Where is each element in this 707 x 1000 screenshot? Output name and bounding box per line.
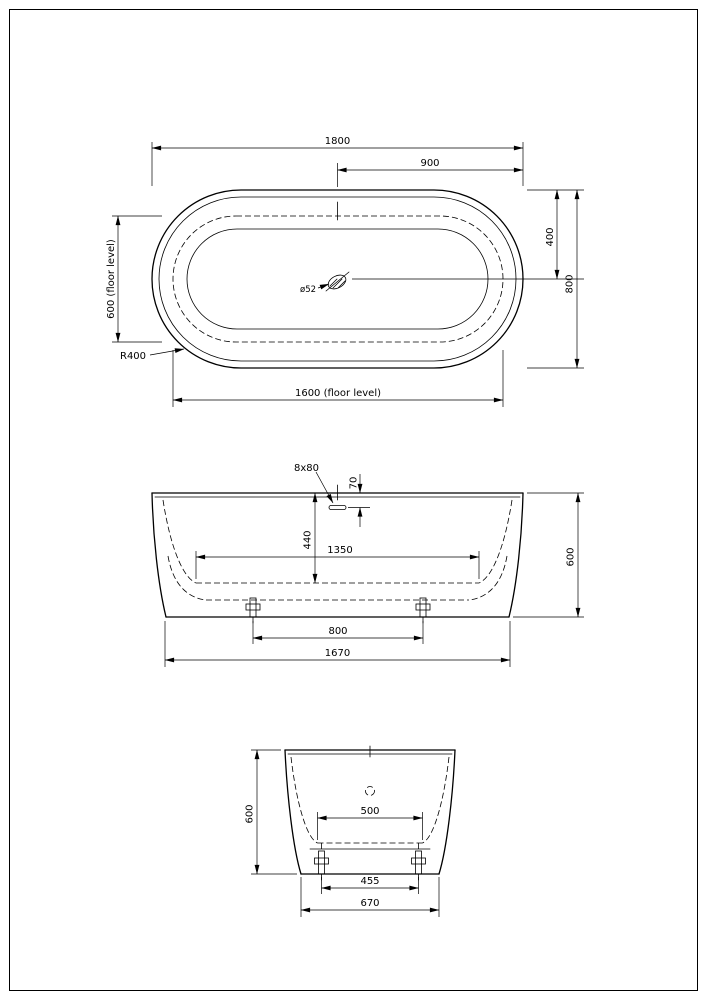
dim-side-height: 600 xyxy=(245,749,297,875)
dim-label-70: 70 xyxy=(349,477,360,490)
overflow-slot xyxy=(328,505,347,510)
dim-top-floor-length: 1600 (floor level) xyxy=(172,350,504,407)
dim-top-floor-width: 600 (floor level) xyxy=(106,215,162,343)
front-view-feet xyxy=(245,597,431,624)
dim-label-400: 400 xyxy=(545,227,556,246)
dim-top-center-to-edge: 400 xyxy=(352,189,584,280)
dim-label-drain: ø52 xyxy=(300,285,316,295)
sheet-border xyxy=(9,9,698,991)
front-view-outline xyxy=(151,484,524,618)
dim-side-feet-spacing: 455 xyxy=(321,876,419,894)
dim-front-inner-floor-length: 1350 xyxy=(195,545,480,579)
overflow-hole-hidden xyxy=(365,786,375,796)
dim-label-1350: 1350 xyxy=(327,545,352,556)
side-view: 600 500 455 670 xyxy=(245,745,456,917)
dim-top-overall-width: 800 xyxy=(527,189,584,369)
dim-label-1600-floor: 1600 (floor level) xyxy=(295,388,381,399)
dim-top-half-length: 900 xyxy=(337,158,524,187)
dim-label-900: 900 xyxy=(420,158,439,169)
dim-label-8x80: 8x80 xyxy=(294,463,319,474)
dim-front-overflow-offset: 70 xyxy=(348,474,370,527)
dim-label-800-top: 800 xyxy=(565,274,576,293)
dim-label-455: 455 xyxy=(360,876,379,887)
dim-front-height: 600 xyxy=(513,492,584,618)
dim-label-600-floor: 600 (floor level) xyxy=(106,239,117,319)
front-view: 8x80 70 440 1350 600 800 xyxy=(151,463,584,667)
dim-label-r400: R400 xyxy=(120,351,146,362)
dim-front-base-length: 1670 xyxy=(164,621,511,667)
dim-top-corner-radius: R400 xyxy=(120,348,185,362)
top-view: ø52 1800 900 400 800 600 xyxy=(106,136,584,407)
dim-label-600-side: 600 xyxy=(245,804,256,823)
dim-label-600-front: 600 xyxy=(566,547,577,566)
dim-front-feet-spacing: 800 xyxy=(252,621,424,644)
dim-front-overflow-slot: 8x80 xyxy=(294,463,334,504)
dim-side-base-width: 670 xyxy=(300,877,440,917)
dim-label-1670: 1670 xyxy=(325,648,350,659)
dim-label-670: 670 xyxy=(360,898,379,909)
dim-label-440: 440 xyxy=(303,530,314,549)
dim-top-overall-length: 1800 xyxy=(151,136,524,186)
drain-symbol xyxy=(325,271,350,292)
dim-top-drain-callout: ø52 xyxy=(300,283,330,295)
dim-label-1800: 1800 xyxy=(325,136,350,147)
dim-label-800-front: 800 xyxy=(328,626,347,637)
dim-side-inner-floor-width: 500 xyxy=(317,806,423,840)
dim-label-500: 500 xyxy=(360,806,379,817)
dim-front-inner-depth: 440 xyxy=(303,492,318,584)
